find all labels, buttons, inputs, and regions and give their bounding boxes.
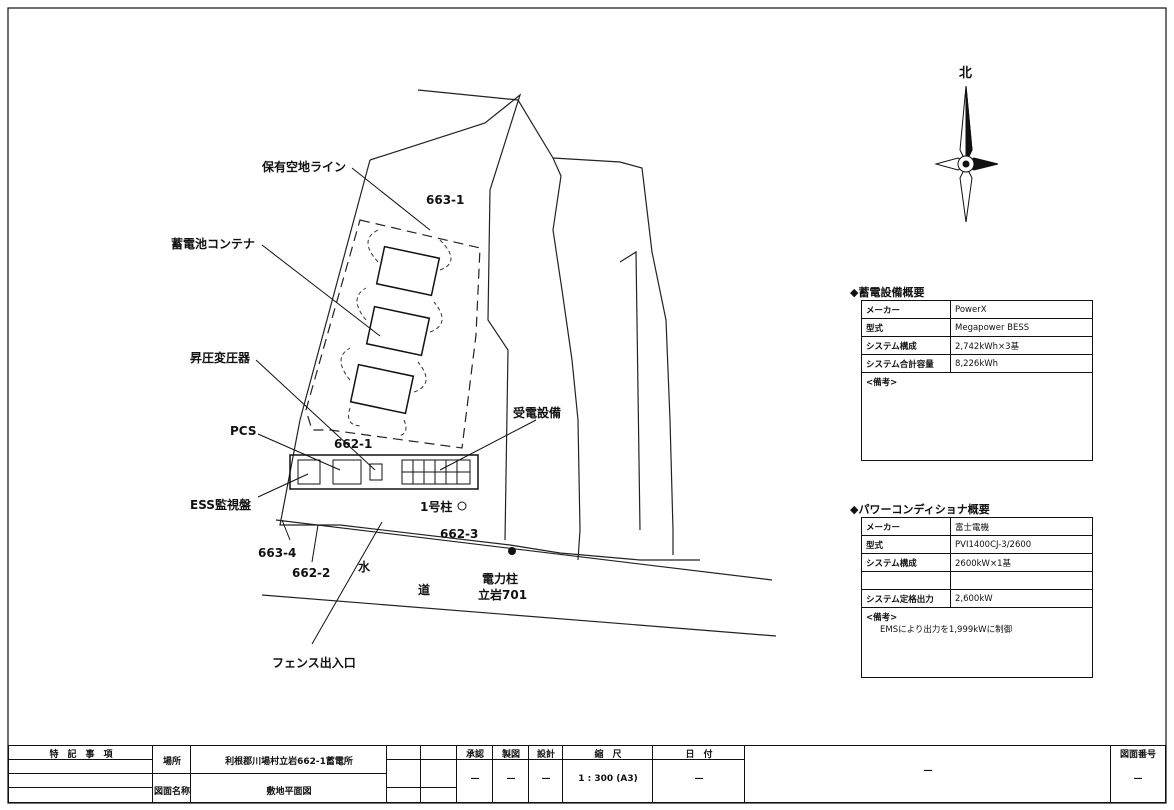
door-swing: [367, 229, 379, 263]
label-ess-monitor: ESS監視盤: [190, 498, 251, 512]
site-boundary-south: [279, 159, 700, 561]
label-transformer: 昇圧変圧器: [190, 351, 251, 365]
drawing-name-label: 図面名称: [153, 787, 190, 797]
door-swing: [356, 287, 367, 321]
ess-monitor-symbol: [297, 459, 321, 485]
storage-remarks: <備考>: [861, 373, 1093, 461]
location-label: 場所: [162, 757, 181, 767]
remarks-label: <備考>: [866, 378, 898, 388]
label-utility-pole-id: 立岩701: [478, 588, 528, 602]
neighbor-lot-line: [552, 157, 674, 555]
label-lot-662-1: 662-1: [334, 437, 373, 451]
date-label: 日 付: [685, 750, 713, 760]
label-water: 水: [358, 560, 371, 574]
label-battery-container: 蓄電池コンテナ: [171, 237, 256, 251]
label-lot-663-1: 663-1: [426, 193, 465, 207]
door-swing: [439, 239, 452, 271]
setback-line: [305, 219, 481, 449]
sheet-frame: [7, 7, 1167, 804]
label-utility-pole: 電力柱: [482, 572, 519, 586]
door-swing: [429, 301, 443, 333]
pole-1-symbol: [457, 501, 467, 511]
road-edge-north: [275, 519, 773, 581]
label-fence-gate: フェンス出入口: [272, 656, 356, 670]
design-value: —: [541, 774, 551, 784]
pcs-panel-title: ◆パワーコンディショナ概要: [850, 503, 990, 516]
label-pole-1: 1号柱: [420, 500, 453, 514]
approved-value: —: [470, 774, 480, 784]
neighbor-lot-line-2: [619, 250, 641, 531]
pcs-symbol: [332, 459, 362, 485]
remarks-text: EMSにより出力を1,999kWに制御: [880, 625, 1013, 635]
drawing-no-value: —: [1133, 774, 1143, 784]
battery-container-2: [365, 305, 431, 357]
label-pcs: PCS: [230, 424, 257, 438]
north-arrow-icon: [934, 85, 999, 223]
site-boundary-east: [369, 93, 522, 541]
door-swing: [348, 407, 363, 427]
label-lot-663-4: 663-4: [258, 546, 297, 560]
location-value: 利根郡川場村立岩662-1蓄電所: [225, 757, 353, 767]
door-swing: [397, 419, 407, 437]
table-row: [861, 571, 1093, 590]
drawing-no-label: 図面番号: [1119, 750, 1156, 760]
door-swing: [413, 361, 427, 393]
table-row: メーカー富士電機: [861, 517, 1093, 536]
pcs-remarks: <備考> EMSにより出力を1,999kWに制御: [861, 608, 1093, 678]
north-label: 北: [959, 66, 973, 81]
label-lot-662-3: 662-3: [440, 527, 479, 541]
drawn-value: —: [506, 774, 516, 784]
transformer-symbol: [369, 463, 383, 481]
label-setback-line: 保有空地ライン: [262, 160, 347, 174]
approved-label: 承認: [465, 750, 484, 760]
label-lot-662-2: 662-2: [292, 566, 331, 580]
utility-pole-symbol: [508, 547, 516, 555]
east-boundary-line: [417, 89, 581, 561]
label-road: 道: [418, 583, 431, 597]
storage-panel-title: ◆蓄電設備概要: [850, 286, 925, 299]
equipment-pad: [289, 454, 479, 490]
title-value: —: [923, 766, 933, 776]
date-value: —: [694, 774, 704, 784]
special-notes-label: 特 記 事 項: [49, 750, 113, 760]
scale-label: 縮 尺: [594, 750, 622, 760]
label-receiving: 受電設備: [513, 406, 562, 420]
remarks-label: <備考>: [866, 613, 898, 623]
battery-container-3: [349, 363, 415, 415]
battery-container-1: [375, 245, 441, 297]
scale-value: 1 : 300 (A3): [578, 774, 638, 784]
title-block: 特 記 事 項 場所 利根郡川場村立岩662-1蓄電所 図面名称 敷地平面図 承…: [8, 745, 1166, 803]
drawn-label: 製図: [501, 750, 520, 760]
road-edge-south: [261, 594, 777, 637]
door-swing: [340, 347, 351, 381]
design-label: 設計: [536, 750, 555, 760]
drawing-name-value: 敷地平面図: [266, 787, 312, 797]
